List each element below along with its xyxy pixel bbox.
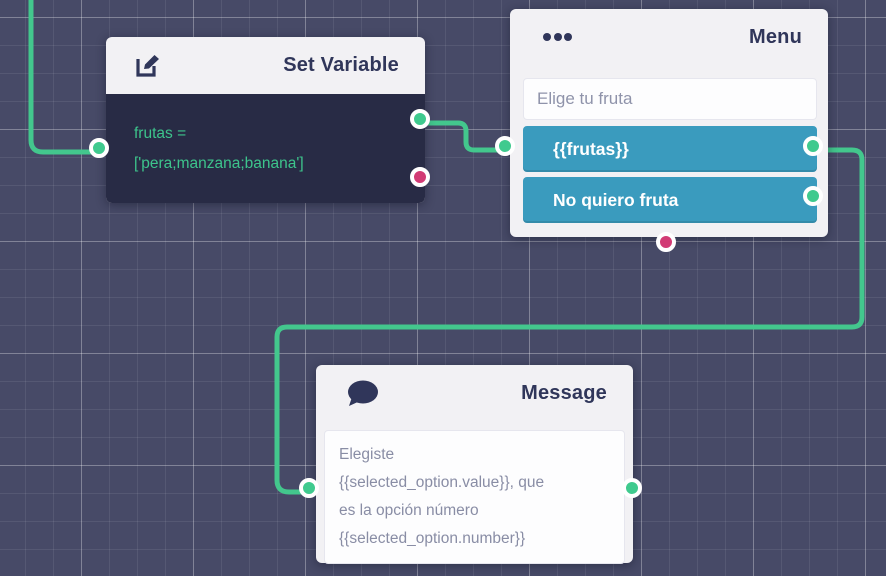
port-out-menu-option-1[interactable]	[803, 136, 823, 156]
port-out-message[interactable]	[622, 478, 642, 498]
node-menu[interactable]: Menu Elige tu fruta {{frutas}} No quiero…	[495, 9, 828, 252]
node-set-variable[interactable]: Set Variable frutas = ['pera;manzana;ban…	[89, 37, 430, 203]
set-variable-code-area[interactable]: frutas = ['pera;manzana;banana']	[106, 94, 425, 203]
node-title: Message	[521, 382, 607, 404]
message-text-line: {{selected_option.value}}, que	[339, 474, 545, 491]
port-in-message[interactable]	[299, 478, 319, 498]
node-message[interactable]: Message Elegiste {{selected_option.value…	[299, 365, 642, 564]
message-text-line: Elegiste	[339, 446, 395, 463]
menu-option-frutas[interactable]: {{frutas}}	[523, 126, 817, 172]
port-in-menu[interactable]	[495, 136, 515, 156]
message-header: Message	[316, 365, 633, 422]
speech-bubble-icon	[344, 379, 380, 409]
connection-incoming[interactable]	[28, 0, 103, 155]
ellipsis-icon	[543, 33, 575, 41]
message-text-area[interactable]: Elegiste {{selected_option.value}}, que …	[324, 430, 625, 564]
connection-menu-to-message[interactable]	[274, 147, 865, 495]
message-text-line: es la opción número	[339, 502, 479, 519]
port-error-menu[interactable]	[656, 232, 676, 252]
menu-option-no-quiero[interactable]: No quiero fruta	[523, 177, 817, 223]
menu-question-input[interactable]: Elige tu fruta	[523, 78, 817, 120]
port-error-set-variable[interactable]	[410, 167, 430, 187]
set-variable-header: Set Variable	[106, 37, 425, 94]
node-title: Menu	[748, 25, 802, 48]
node-title: Set Variable	[283, 54, 399, 76]
edit-icon	[134, 52, 161, 79]
menu-header: Menu	[510, 9, 828, 65]
connection-setvariable-to-menu[interactable]	[424, 120, 509, 153]
port-out-menu-option-2[interactable]	[803, 186, 823, 206]
code-line: ['pera;manzana;banana']	[134, 155, 304, 172]
code-line: frutas =	[134, 125, 187, 142]
port-out-set-variable[interactable]	[410, 109, 430, 129]
message-text-line: {{selected_option.number}}	[339, 530, 526, 547]
port-in-set-variable[interactable]	[89, 138, 109, 158]
